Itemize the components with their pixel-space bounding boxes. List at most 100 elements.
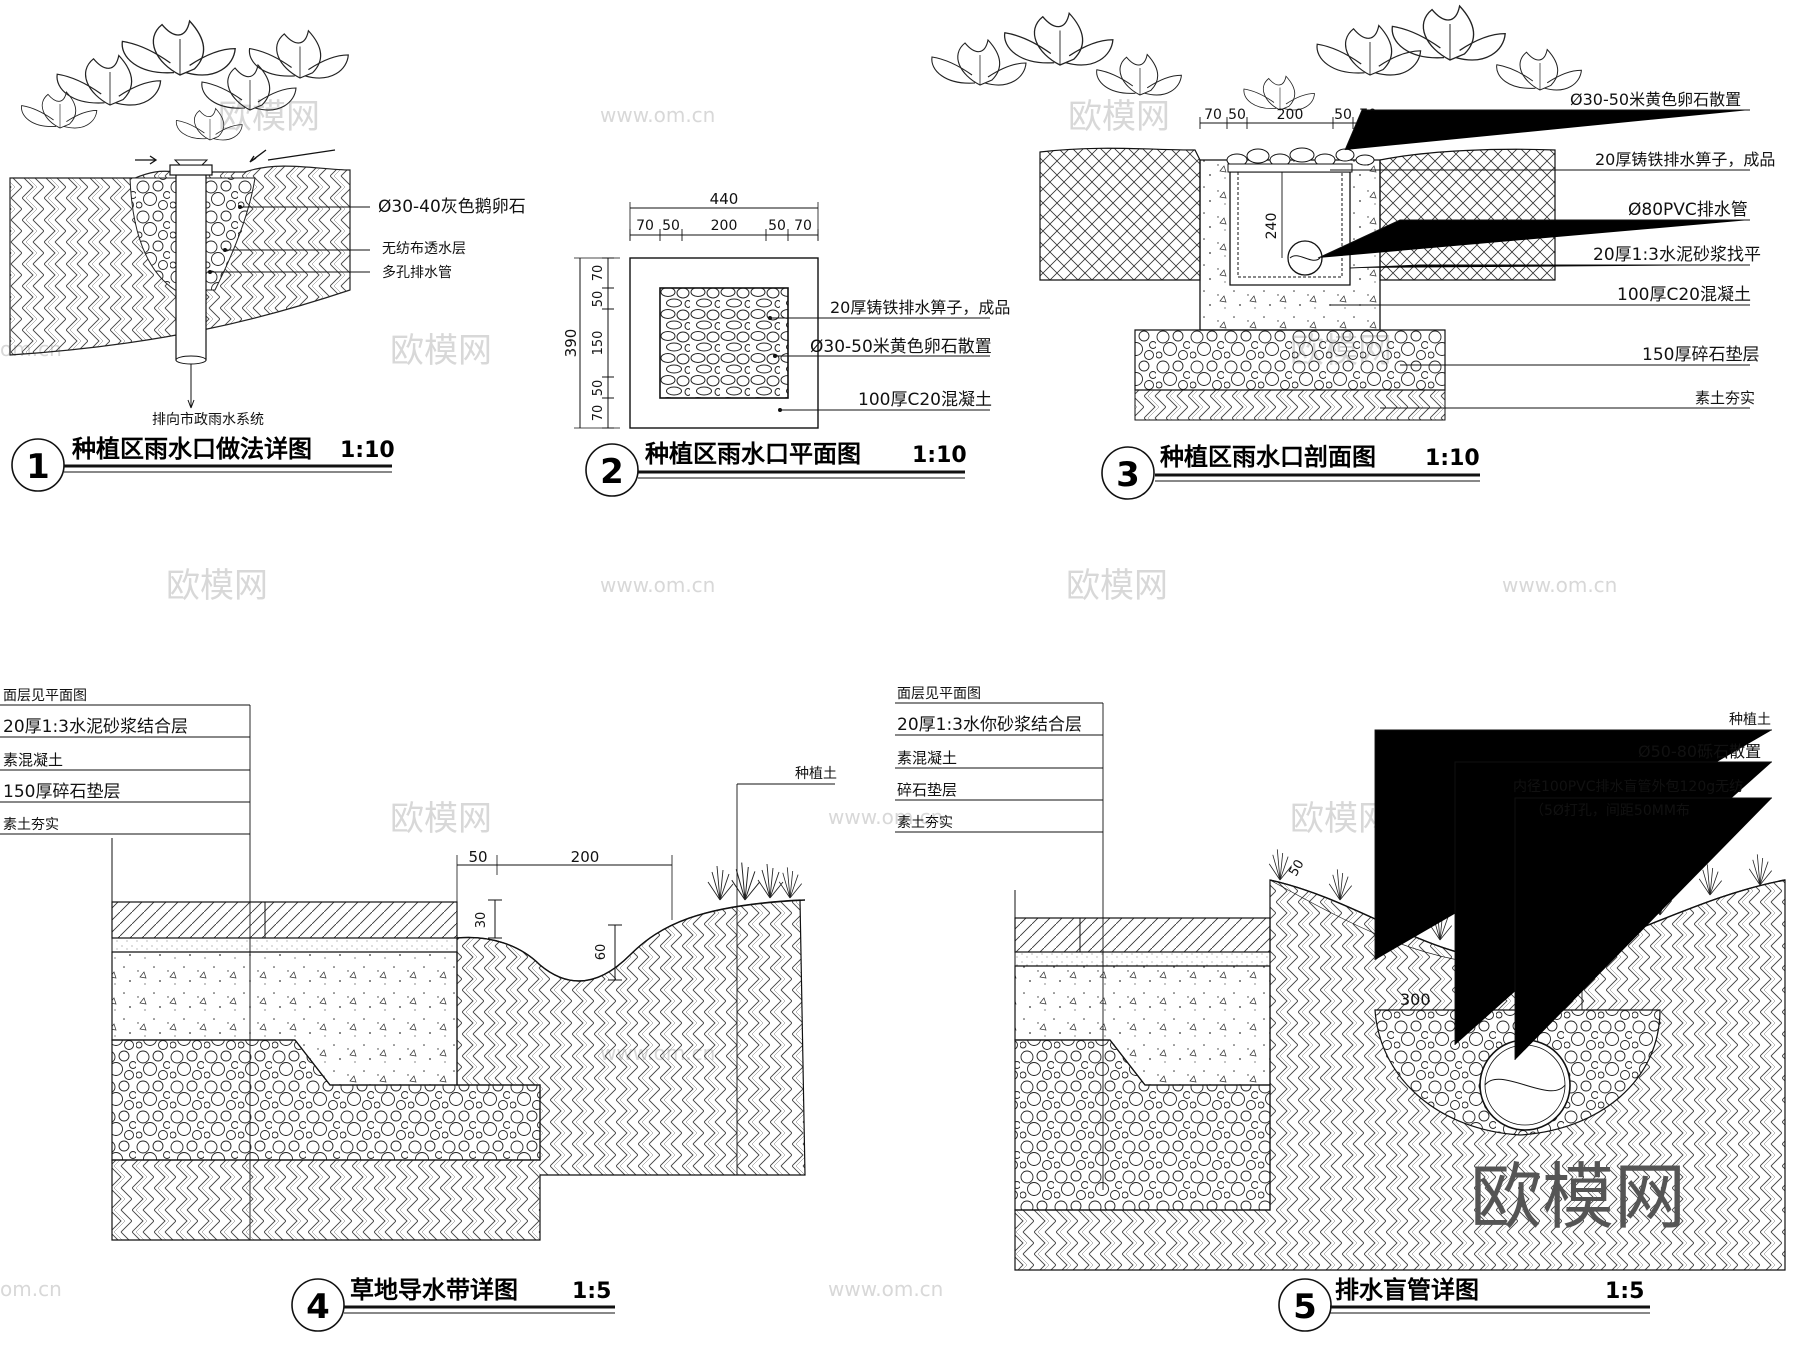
d4-scale: 1:5: [572, 1279, 611, 1304]
d1-scale: 1:10: [340, 438, 395, 463]
d4-mortar: [111, 937, 458, 953]
d3-planting-soil-left: [1039, 147, 1201, 281]
d5-label-gravel-bed: 碎石垫层: [897, 781, 957, 799]
d3-dim-top-1: 70: [1204, 107, 1222, 123]
perforated-pipe: [175, 169, 207, 361]
d3-compacted-soil: [1134, 389, 1446, 421]
d2-dim-ticks-top: [629, 229, 819, 241]
d1-number: 1: [26, 447, 50, 487]
d5-leaders: [1374, 729, 1772, 1060]
watermark-layer: 欧模网 www.om.cn 欧模网 www.om.cn 欧模网 om.cn 欧模…: [0, 97, 1620, 1301]
d5-paving: [1014, 917, 1271, 953]
d2-dim-left-3: 150: [591, 331, 606, 356]
d2-dim-top-2: 50: [662, 218, 680, 234]
d3-label-mortar: 20厚1:3水泥砂浆找平: [1593, 245, 1761, 265]
watermark-brand: 欧模网: [1068, 97, 1170, 137]
d4-dim-60: 60: [594, 944, 609, 961]
detail-5: 面层见平面图 20厚1:3水你砂浆结合层 素混凝土 碎石垫层 素土夯实: [895, 686, 1786, 1332]
d3-top-pebbles: [1226, 147, 1375, 167]
d2-number: 2: [600, 452, 624, 492]
d1-label-geotextile: 无纺布透水层: [382, 241, 466, 257]
d4-dim-50: 50: [468, 848, 487, 866]
d3-planting-soil-right: [1379, 148, 1556, 281]
d3-scale: 1:10: [1425, 446, 1480, 471]
detail-2: 440 70 50 200 50 70 390 70 50 150 50 70 …: [562, 190, 1010, 497]
d5-number-circle: [1278, 1278, 1332, 1332]
d5-scale: 1:5: [1605, 1279, 1644, 1304]
d1-bottom-note: 排向市政雨水系统: [152, 411, 264, 428]
d3-number-circle: [1101, 446, 1155, 500]
d2-title: 种植区雨水口平面图: [645, 440, 861, 468]
d2-label-pebbles: Ø30-50米黄色卵石散置: [810, 337, 992, 357]
d4-number: 4: [306, 1287, 330, 1327]
d4-label-soil: 素土夯实: [3, 817, 59, 833]
d4-label-surface: 面层见平面图: [3, 688, 87, 704]
d1-label-pebble: Ø30-40灰色鹅卵石: [378, 197, 526, 217]
d5-label-mortar: 20厚1:3水你砂浆结合层: [897, 715, 1082, 735]
d5-label-blind-pipe: 内径100PVC排水盲管外包120g无纺: [1513, 778, 1743, 795]
d2-dim-total-left: 390: [562, 329, 580, 358]
d4-label-mortar: 20厚1:3水泥砂浆结合层: [3, 717, 188, 737]
d3-label-pvc: Ø80PVC排水管: [1628, 200, 1748, 220]
watermark-brand: 欧模网: [390, 799, 492, 839]
d3-gravel-layer: [1134, 329, 1446, 391]
d4-grass: [707, 862, 803, 901]
d5-mortar: [1014, 951, 1271, 967]
d3-dim-top-4: 50: [1334, 107, 1352, 123]
d2-scale: 1:10: [912, 443, 967, 468]
d3-title: 种植区雨水口剖面图: [1160, 443, 1376, 471]
d3-label-pebbles: Ø30-50米黄色卵石散置: [1570, 90, 1741, 109]
watermark-site: www.om.cn: [600, 103, 715, 127]
d5-label-soil: 素土夯实: [897, 815, 953, 831]
watermark-big-brand: 欧模网: [1470, 1155, 1686, 1239]
d4-number-circle: [291, 1278, 345, 1332]
d5-label-surface: 面层见平面图: [897, 686, 981, 702]
d4-paving: [111, 901, 458, 939]
d5-label-perforation: （5Ø打孔，间距50MM布: [1530, 802, 1690, 819]
detail-4: 面层见平面图 20厚1:3水泥砂浆结合层 素混凝土 150厚碎石垫层 素土夯实 …: [0, 688, 837, 1332]
detail-3: 70 50 200 50 70 240 Ø30-50米黄色卵石散置 20厚铸铁排…: [931, 5, 1775, 500]
watermark-brand: 欧模网: [390, 331, 492, 371]
d3-leaders: [1317, 109, 1750, 409]
d2-label-concrete: 100厚C20混凝土: [858, 390, 992, 410]
d5-label-plain-concrete: 素混凝土: [897, 749, 957, 767]
d3-label-soil: 素土夯实: [1695, 389, 1755, 407]
d2-dim-top-5: 70: [794, 218, 812, 234]
d2-dim-left-5: 70: [591, 405, 606, 422]
watermark-brand: 欧模网: [218, 97, 320, 137]
d3-dim-depth: 240: [1264, 213, 1280, 240]
d4-label-plain-concrete: 素混凝土: [3, 751, 63, 769]
watermark-brand: 欧模网: [166, 566, 268, 606]
d1-label-perforated-pipe: 多孔排水管: [382, 264, 452, 281]
d2-dim-left-2: 50: [591, 291, 606, 308]
d3-label-grate: 20厚铸铁排水箅子，成品: [1595, 150, 1775, 169]
d4-dim-30: 30: [474, 912, 489, 929]
watermark-brand: 欧模网: [1066, 566, 1168, 606]
d2-grate: [659, 287, 789, 399]
d4-label-gravel: 150厚碎石垫层: [3, 782, 120, 802]
d1-title: 种植区雨水口做法详图: [72, 435, 312, 463]
d2-dim-top-4: 50: [768, 218, 786, 234]
d3-label-gravel: 150厚碎石垫层: [1642, 345, 1759, 365]
d3-dim-top-2: 50: [1228, 107, 1246, 123]
d2-dim-total-top: 440: [710, 190, 739, 208]
d2-dim-top-3: 200: [711, 218, 738, 234]
watermark-site: www.om.cn: [828, 805, 943, 829]
d2-dim-left-4: 50: [591, 380, 606, 397]
watermark-site: www.om.cn: [1502, 573, 1617, 597]
d4-label-planting-soil: 种植土: [795, 766, 837, 782]
d4-title: 草地导水带详图: [350, 1276, 518, 1304]
d4-dim-200: 200: [571, 848, 600, 866]
d3-channel: [1229, 171, 1351, 286]
d5-dim-300: 300: [1400, 990, 1431, 1009]
watermark-site-short: om.cn: [0, 1277, 62, 1301]
d2-label-grate: 20厚铸铁排水箅子，成品: [830, 298, 1010, 317]
d2-dim-top-1: 70: [636, 218, 654, 234]
d5-label-planting-soil: 种植土: [1729, 712, 1771, 728]
watermark-site: www.om.cn: [828, 1277, 943, 1301]
d3-label-concrete: 100厚C20混凝土: [1617, 285, 1751, 305]
d5-label-gravel-scatter: Ø50-80砾石散置: [1638, 742, 1761, 761]
detail-1: Ø30-40灰色鹅卵石 无纺布透水层 多孔排水管 排向市政雨水系统 1 种植区雨…: [9, 20, 526, 492]
d2-dim-left-1: 70: [591, 265, 606, 282]
